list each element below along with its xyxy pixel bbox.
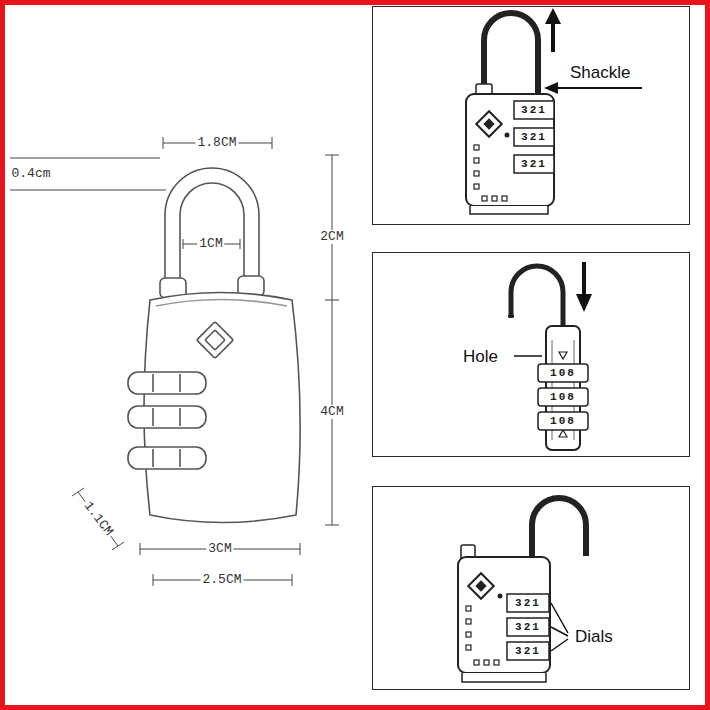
dimension-label: 0.4cm	[9, 167, 52, 181]
step-panel: Hole	[372, 252, 690, 457]
lock-closed	[466, 8, 642, 214]
dimension-label: 1.8CM	[195, 136, 238, 150]
dimension-lines	[10, 137, 339, 586]
dimension-label: 1CM	[197, 237, 224, 251]
dimension-label: 2CM	[318, 230, 345, 244]
dial-digits: 321	[515, 645, 541, 657]
dial-digits: 108	[550, 367, 576, 379]
dial-digits: 321	[521, 131, 547, 143]
callout-label: Hole	[463, 347, 498, 367]
step-panel: Dials	[372, 486, 690, 690]
callout-label: Shackle	[570, 63, 630, 83]
lock-open	[458, 498, 586, 682]
dimension-label: 3CM	[206, 542, 233, 556]
dimension-label: 1.1CM	[79, 498, 116, 541]
lock-sketch	[128, 168, 300, 523]
frame	[3, 3, 708, 708]
callout-label: Dials	[575, 627, 613, 647]
dial-digits: 321	[515, 621, 541, 633]
dial-digits: 321	[521, 158, 547, 170]
dial-digits: 108	[550, 391, 576, 403]
lock-side	[508, 262, 592, 450]
dial-digits: 108	[550, 415, 576, 427]
dial-digits: 321	[515, 597, 541, 609]
dimension-label: 4CM	[318, 405, 345, 419]
dimension-label: 2.5CM	[200, 573, 243, 587]
dial-digits: 321	[521, 104, 547, 116]
